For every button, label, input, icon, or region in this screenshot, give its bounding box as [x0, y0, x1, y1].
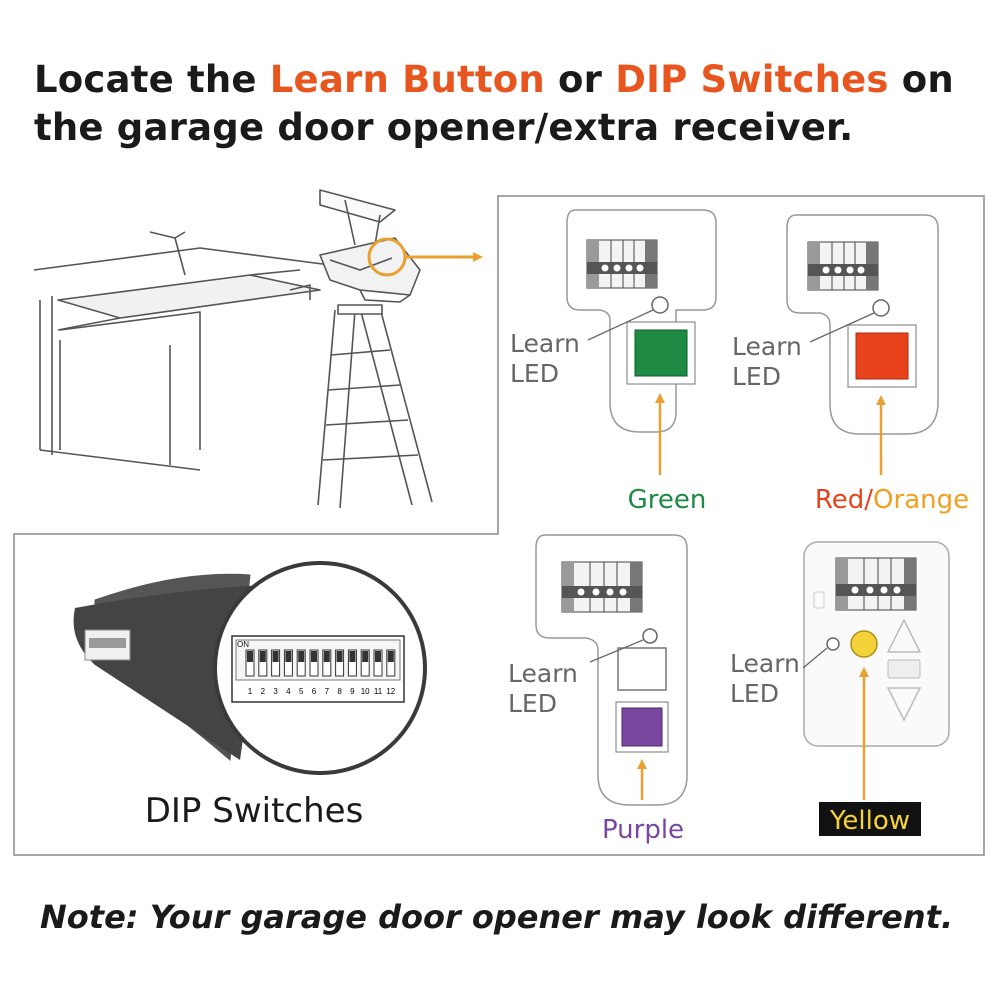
dip-switch-number: 2 — [261, 687, 266, 696]
green-color-label: Green — [628, 485, 707, 515]
disclaimer-note: Note: Your garage door opener may look d… — [40, 898, 954, 936]
yellow-label-badge — [819, 802, 921, 836]
dip-switch-lever — [386, 649, 396, 677]
yellow-color-label: Yellow — [829, 806, 910, 836]
dip-switch-number: 8 — [337, 687, 342, 696]
dip-switch-knob — [375, 651, 381, 662]
title-learn-button: Learn Button — [269, 58, 545, 101]
dip-switch-number: 5 — [299, 687, 304, 696]
learn-button-yellow — [826, 637, 840, 651]
title-text-1: Locate the — [34, 58, 270, 101]
dip-switch-knob — [323, 651, 330, 662]
dip-on-label: ON — [237, 640, 249, 649]
dip-switch-lever — [347, 649, 357, 677]
learn-button-purple — [642, 628, 658, 644]
orange-label: Orange — [873, 485, 969, 515]
dip-caption: DIP Switches — [145, 791, 364, 831]
purple-led-label: LED — [508, 689, 557, 718]
dip-switch-knob — [336, 651, 343, 662]
learn-button-green — [651, 296, 669, 314]
garage-scene — [33, 189, 433, 509]
purple-color-label: Purple — [602, 815, 684, 845]
terminal-block-icon — [561, 561, 643, 613]
down-arrow-icon — [886, 687, 922, 722]
green-led-label: LED — [510, 359, 559, 388]
red-label: Red — [815, 485, 864, 515]
learn-button-red — [872, 299, 890, 317]
led-purple — [621, 707, 663, 747]
dip-switch-number: 4 — [286, 687, 291, 696]
dip-switch-knob — [387, 651, 394, 662]
green-receiver-panel: Learn LED Green — [510, 209, 717, 515]
red-learn-label: Learn — [732, 332, 802, 361]
dip-switch-number: 6 — [312, 687, 317, 696]
blank-button-purple — [617, 647, 667, 691]
dip-switch-knob — [247, 651, 253, 662]
dip-switch-number: 12 — [386, 687, 395, 696]
dip-switch-number: 3 — [273, 687, 278, 696]
led-yellow — [850, 630, 878, 658]
garage-door-icon — [33, 231, 331, 471]
dip-switch-number: 11 — [374, 687, 383, 696]
red-orange-receiver-panel: Learn LED Red/Orange — [732, 214, 969, 515]
dip-switch-knob — [349, 651, 356, 662]
dip-switch-lever — [360, 649, 370, 677]
yellow-learn-label: Learn — [730, 649, 800, 678]
dip-switch-knob — [362, 651, 369, 662]
dip-switch-lever — [258, 649, 268, 677]
dip-switch-lever — [283, 649, 293, 677]
dip-switch-lever — [335, 649, 345, 677]
terminal-block-icon — [586, 239, 658, 289]
page-title: Locate the Learn Button or DIP Switches … — [34, 56, 984, 152]
yellow-led-label: LED — [730, 679, 779, 708]
dip-switch-lever — [245, 649, 255, 677]
terminal-block-icon — [807, 241, 879, 291]
dip-switch-number: 9 — [350, 687, 355, 696]
stop-button-icon — [887, 659, 921, 679]
dip-levers — [245, 649, 396, 677]
dip-switch-lever — [373, 649, 383, 677]
terminal-block-icon — [835, 557, 917, 611]
dip-switch-knob — [311, 651, 317, 662]
up-arrow-icon — [886, 618, 922, 653]
frame-outline — [13, 195, 985, 856]
green-learn-label: Learn — [510, 329, 580, 358]
opener-unit-icon — [319, 189, 421, 303]
dip-switch-lever — [296, 649, 306, 677]
purple-receiver-panel: Learn LED Purple — [508, 534, 688, 845]
red-orange-color-label: Red/Orange — [815, 485, 969, 515]
dip-switch-knob — [259, 651, 266, 662]
dip-switch-knob — [272, 651, 279, 662]
dip-switch-lever — [322, 649, 332, 677]
dip-switch-number: 10 — [361, 687, 370, 696]
title-dip-switches: DIP Switches — [615, 58, 889, 101]
yellow-receiver-panel: Learn LED Yellow — [730, 541, 950, 836]
dip-switch-lever — [309, 649, 319, 677]
dip-switch-number: 1 — [248, 687, 253, 696]
purple-learn-label: Learn — [508, 659, 578, 688]
led-green — [634, 329, 688, 377]
dip-switch-number: 7 — [325, 687, 330, 696]
dip-switch-knob — [298, 651, 305, 662]
dip-switch-lever — [271, 649, 281, 677]
red-led-label: LED — [732, 362, 781, 391]
title-text-3: on the garage door opener/extra receiver… — [34, 58, 954, 149]
title-text-2: or — [544, 58, 616, 101]
ladder-icon — [317, 304, 433, 509]
dip-switch-knob — [285, 651, 292, 662]
slash-label: / — [864, 485, 873, 515]
led-red — [855, 332, 909, 380]
